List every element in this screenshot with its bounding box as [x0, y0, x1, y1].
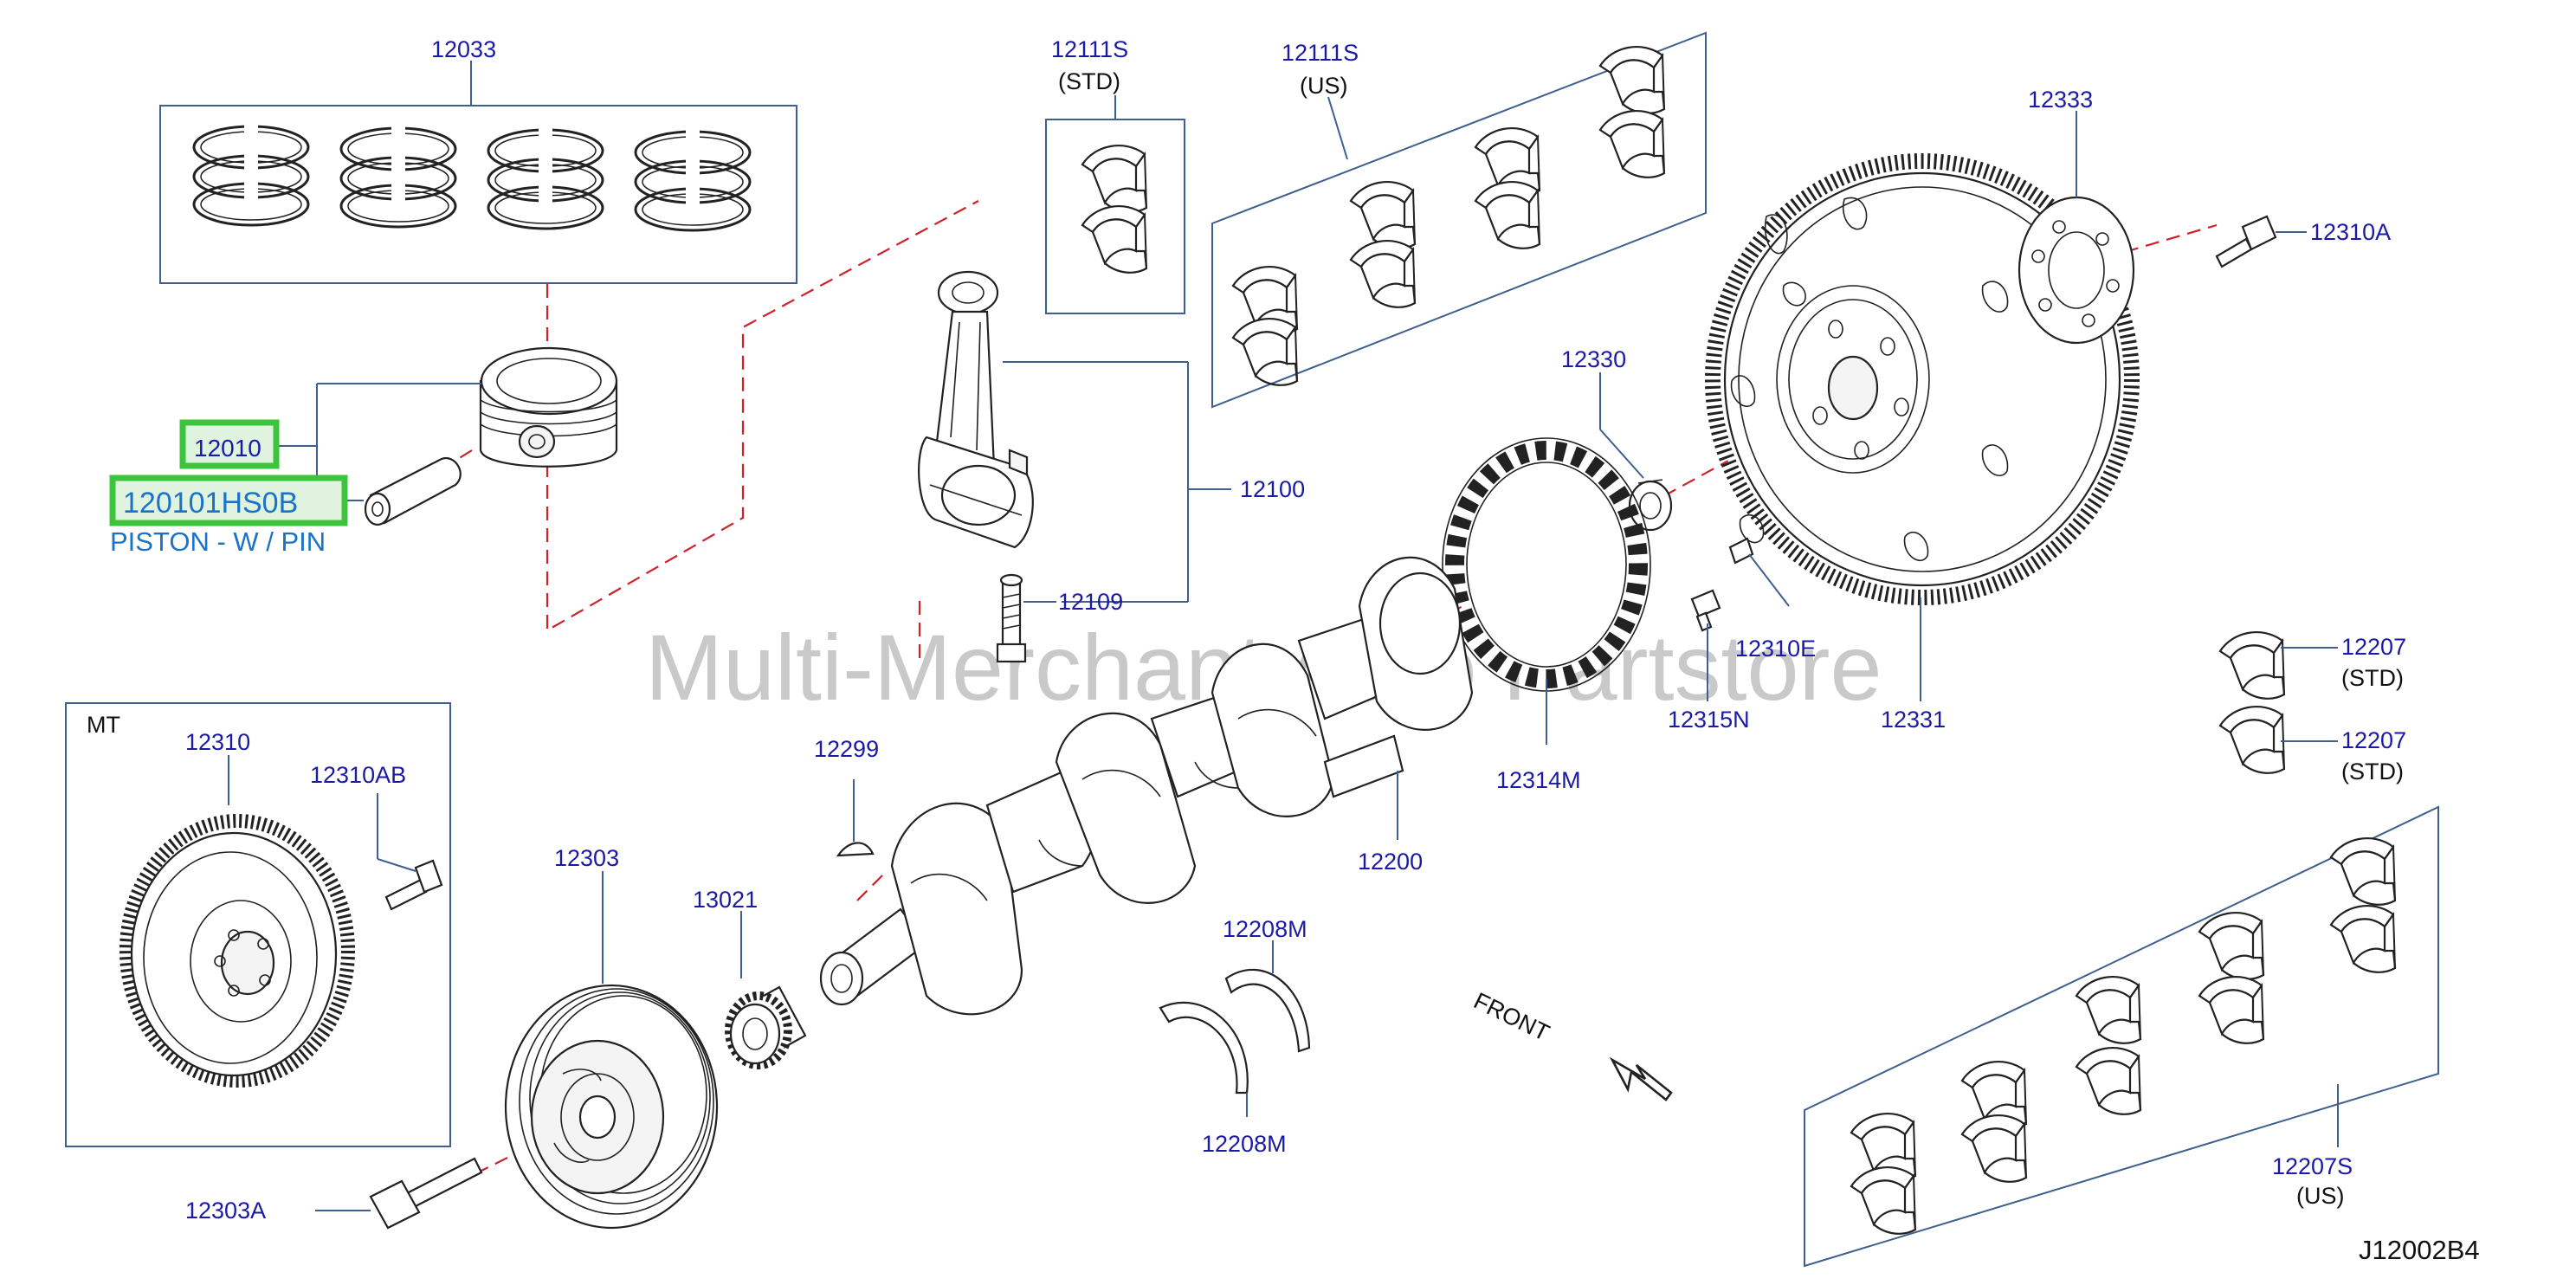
dowel-pin: 12310E	[1728, 537, 1816, 662]
callout-12208m-b[interactable]: 12208M	[1202, 1131, 1287, 1157]
front-indicator: FRONT	[1469, 987, 1673, 1101]
callout-12208m-a[interactable]: 12208M	[1223, 916, 1307, 942]
callout-12207-a-note: (STD)	[2341, 665, 2404, 691]
front-label: FRONT	[1469, 987, 1553, 1046]
crank-pulley-bolt: 12303A	[185, 1157, 483, 1230]
conrod-bearing-std-group: 12111S (STD)	[1045, 36, 1185, 314]
callout-12207-a[interactable]: 12207	[2341, 634, 2406, 660]
callout-120101HS0B[interactable]: 120101HS0B	[123, 487, 298, 520]
pilot-bushing: 12330	[1561, 346, 1673, 532]
callout-12310[interactable]: 12310	[185, 729, 250, 755]
main-bearing-us-box	[1804, 805, 2439, 1268]
callout-12111s-std[interactable]: 12111S	[1051, 36, 1128, 62]
callout-12299[interactable]: 12299	[814, 736, 879, 762]
callout-12315n[interactable]: 12315N	[1668, 707, 1750, 733]
callout-12330[interactable]: 12330	[1561, 346, 1626, 372]
mt-flywheel-box	[65, 702, 451, 1147]
callout-12207-b-note: (STD)	[2341, 759, 2404, 785]
callout-12303a[interactable]: 12303A	[185, 1198, 266, 1224]
signal-plate: 12314M	[1442, 437, 1651, 793]
callout-12314m[interactable]: 12314M	[1496, 767, 1581, 793]
callout-12207-b[interactable]: 12207	[2341, 727, 2406, 753]
highlight-box-120101HS0B[interactable]	[109, 475, 348, 526]
mt-label: MT	[87, 712, 120, 738]
callout-12111s-std-note: (STD)	[1058, 68, 1120, 94]
conrod-bearing-us-box	[1211, 31, 1707, 409]
reinforcement-plate: 12333	[2018, 87, 2135, 345]
woodruff-key: 12299	[814, 736, 879, 857]
callout-12333[interactable]: 12333	[2028, 87, 2093, 113]
plate-bolt: 12315N	[1668, 589, 1750, 733]
callout-12109[interactable]: 12109	[1058, 589, 1123, 615]
piston-caption: PISTON - W / PIN	[110, 526, 326, 557]
callout-12310a[interactable]: 12310A	[2310, 219, 2391, 245]
callout-12331[interactable]: 12331	[1881, 707, 1946, 733]
callout-12200[interactable]: 12200	[1358, 849, 1423, 875]
thrust-washers: 12208M 12208M	[1159, 916, 1311, 1157]
crankshaft: 12200	[819, 556, 1474, 1016]
conrod-bolt: 12109	[996, 573, 1123, 663]
piston-pin	[364, 456, 462, 526]
mt-flywheel-group: MT 12310 12310AB	[65, 702, 451, 1147]
crank-sprocket: 13021	[693, 887, 807, 1069]
callout-12310e[interactable]: 12310E	[1735, 636, 1816, 662]
callout-12207s-note: (US)	[2296, 1183, 2345, 1209]
piston-rings-group: 12033	[159, 36, 797, 284]
conrod-bearing-us-group: 12111S (US)	[1211, 31, 1707, 409]
callout-13021[interactable]: 13021	[693, 887, 758, 913]
callout-12111s-us-note: (US)	[1300, 73, 1348, 99]
piston-rings-box	[159, 105, 797, 284]
connecting-rod	[918, 270, 1034, 549]
callout-12033[interactable]: 12033	[431, 36, 496, 62]
crank-pulley: 12303	[504, 845, 719, 1230]
highlight-box-12010[interactable]	[179, 419, 280, 469]
drive-plate-bolt: 12310A	[2215, 215, 2391, 268]
diagram-code: J12002B4	[2359, 1235, 2480, 1265]
front-arrow-icon	[1609, 1056, 1673, 1101]
highlighted-piston-callouts: 12010 120101HS0B PISTON - W / PIN	[109, 383, 481, 557]
callout-12207s[interactable]: 12207S	[2272, 1153, 2353, 1179]
callout-12310ab[interactable]: 12310AB	[310, 762, 406, 788]
piston	[479, 346, 618, 468]
callout-12010[interactable]: 12010	[194, 435, 261, 462]
main-bearing-us-group: 12207S (US)	[1804, 805, 2439, 1268]
callout-12111s-us[interactable]: 12111S	[1282, 40, 1359, 66]
main-bearing-std-group: 12207 (STD) 12207 (STD)	[2218, 630, 2406, 785]
conrod-callout-group: 12100	[1003, 361, 1305, 603]
callout-12100[interactable]: 12100	[1240, 476, 1305, 502]
callout-12303[interactable]: 12303	[554, 845, 619, 871]
